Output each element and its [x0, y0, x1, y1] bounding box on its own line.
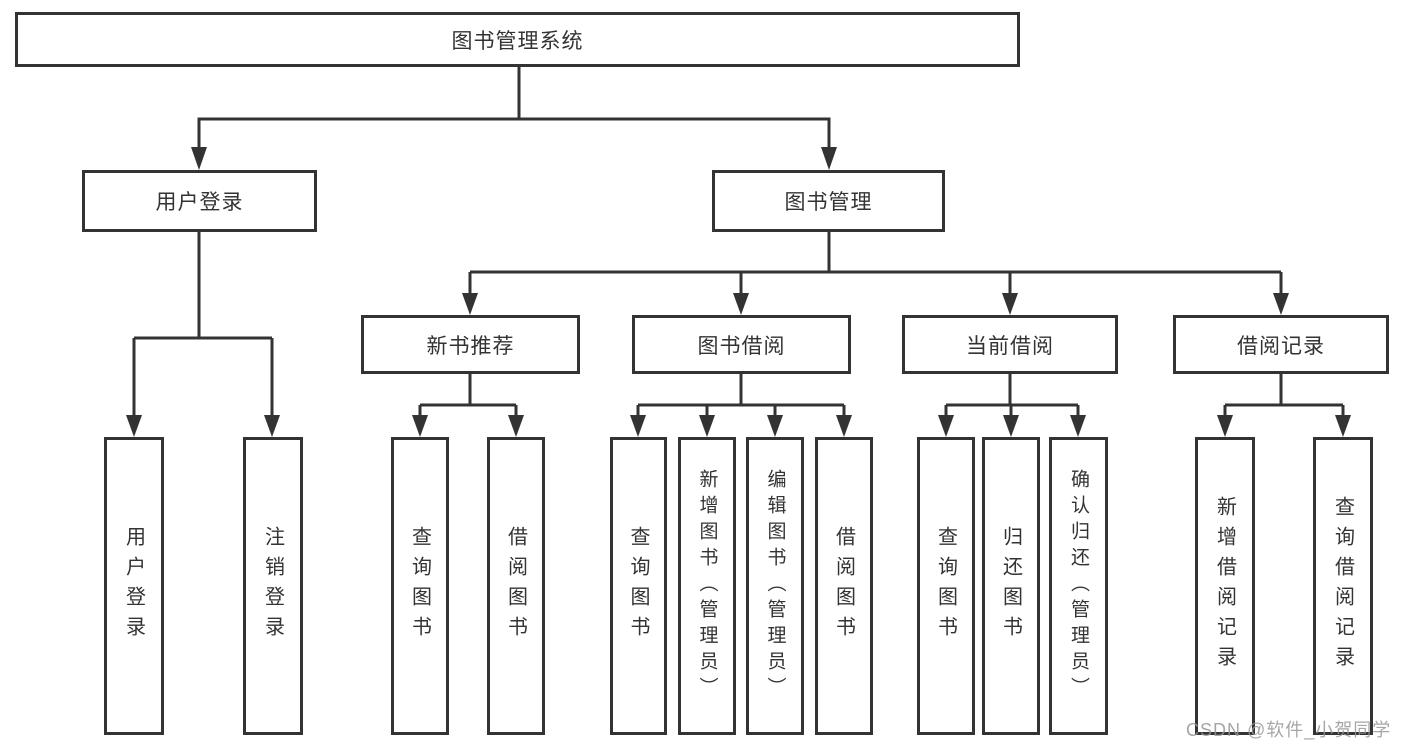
leaf-add-borrow-record: 新增借阅记录: [1195, 437, 1255, 735]
node-label: 借阅图书: [504, 526, 527, 646]
leaf-confirm-return-admin: 确认归还（管理员）: [1049, 437, 1108, 735]
node-book-borrow: 图书借阅: [632, 315, 851, 374]
leaf-borrow-books-recommend: 借阅图书: [487, 437, 545, 735]
node-label: 新增图书（管理员）: [696, 469, 718, 703]
node-label: 图书借阅: [697, 334, 786, 358]
node-label: 归还图书: [999, 526, 1022, 646]
node-label: 用户登录: [155, 191, 244, 214]
leaf-logout-login: 注销登录: [243, 437, 303, 735]
node-label: 新书推荐: [426, 334, 515, 358]
node-current-borrow: 当前借阅: [902, 315, 1118, 374]
watermark-csdn: CSDN @软件_小贺同学: [1186, 720, 1392, 740]
node-label: 借阅记录: [1237, 334, 1325, 358]
node-library-management-system: 图书管理系统: [15, 12, 1020, 67]
leaf-query-books-recommend: 查询图书: [391, 437, 449, 735]
node-book-management: 图书管理: [712, 170, 945, 232]
node-borrow-records: 借阅记录: [1173, 315, 1389, 374]
leaf-add-book-admin: 新增图书（管理员）: [678, 437, 736, 735]
node-user-login: 用户登录: [82, 170, 317, 232]
node-label: 注销登录: [261, 526, 284, 646]
leaf-edit-book-admin: 编辑图书（管理员）: [746, 437, 804, 735]
node-new-book-recommend: 新书推荐: [361, 315, 580, 374]
node-label: 查询图书: [408, 526, 431, 646]
node-label: 查询借阅记录: [1331, 496, 1354, 676]
node-label: 借阅图书: [832, 526, 855, 646]
node-label: 确认归还（管理员）: [1068, 469, 1089, 703]
node-label: 查询图书: [934, 526, 957, 646]
leaf-user-login: 用户登录: [104, 437, 164, 735]
node-label: 当前借阅: [966, 334, 1054, 358]
leaf-query-books-borrow: 查询图书: [610, 437, 667, 735]
leaf-borrow-books-borrow: 借阅图书: [815, 437, 873, 735]
leaf-return-books: 归还图书: [982, 437, 1040, 735]
node-label: 图书管理系统: [451, 29, 584, 53]
node-label: 查询图书: [627, 526, 649, 646]
leaf-query-borrow-record: 查询借阅记录: [1313, 437, 1373, 735]
node-label: 图书管理: [784, 191, 873, 214]
node-label: 用户登录: [122, 526, 145, 646]
node-label: 新增借阅记录: [1213, 496, 1236, 676]
node-label: 编辑图书（管理员）: [764, 469, 786, 703]
leaf-query-books-current: 查询图书: [917, 437, 975, 735]
